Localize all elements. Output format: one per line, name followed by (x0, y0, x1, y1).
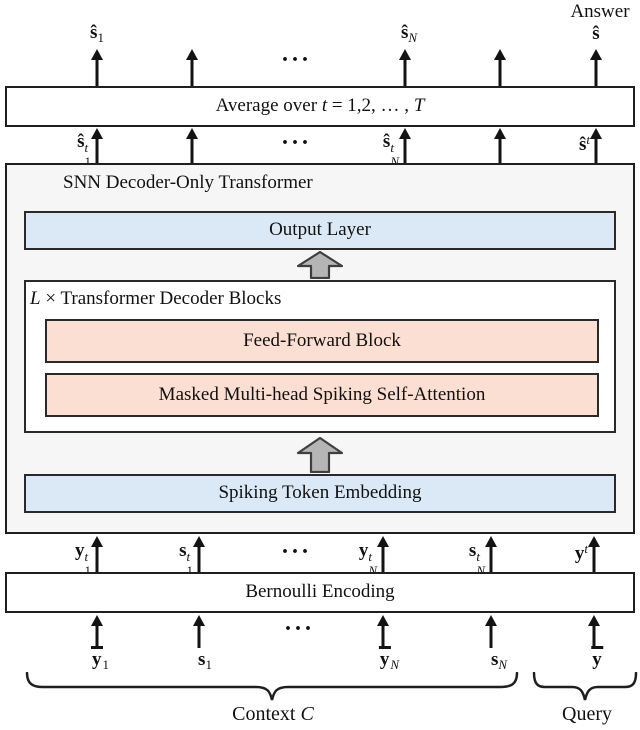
label-y-bar-N: yN (378, 646, 399, 671)
ellipsis-dots: ··· (280, 539, 312, 565)
arrow-up-icon (90, 615, 104, 648)
decoder-blocks-label: L × Transformer Decoder Blocks (30, 288, 282, 309)
label-s-hat-1: ŝ1 (90, 22, 104, 45)
query-label: Query (562, 703, 612, 725)
label-y-bar-1: y1 (91, 646, 109, 671)
block-arrow-up-icon (297, 251, 343, 279)
arrow-up-icon (493, 49, 507, 87)
ellipsis-dots: ··· (280, 47, 312, 73)
arrow-up-icon (192, 536, 206, 572)
masked-attention-box: Masked Multi-head Spiking Self-Attention (45, 373, 599, 417)
bernoulli-encoding-box: Bernoulli Encoding (5, 572, 635, 613)
label-s-hat: ŝ (592, 23, 600, 44)
feed-forward-box: Feed-Forward Block (45, 319, 599, 363)
average-box: Average over t = 1,2, … , T (5, 86, 635, 127)
ellipsis-dots: ··· (283, 616, 315, 642)
arrow-up-icon (398, 128, 412, 164)
arrow-up-icon (484, 536, 498, 572)
arrow-up-icon (484, 615, 498, 648)
label-y-t: yt (574, 541, 588, 564)
arrow-up-icon (185, 49, 199, 87)
arrow-up-icon (398, 49, 412, 87)
label-s-hat-N: ŝN (400, 22, 418, 45)
arrow-up-icon (589, 128, 603, 164)
label-y-bar: y (591, 646, 603, 671)
arrow-up-icon (192, 615, 206, 648)
arrow-up-icon (90, 536, 104, 572)
arrow-up-icon (587, 615, 601, 648)
context-label: Context C (232, 703, 314, 725)
output-layer-box: Output Layer (24, 211, 616, 250)
arrow-up-icon (587, 536, 601, 572)
arrow-up-icon (90, 128, 104, 164)
spiking-embedding-box: Spiking Token Embedding (24, 474, 616, 513)
arrow-up-icon (185, 128, 199, 164)
arrow-up-icon (493, 128, 507, 164)
label-s-N: sN (490, 649, 508, 672)
answer-label: Answer (570, 1, 630, 22)
query-brace-icon (532, 672, 638, 701)
block-arrow-up-icon (296, 437, 344, 473)
label-s-1: s1 (198, 649, 212, 672)
arrow-up-icon (589, 49, 603, 87)
snn-panel-title: SNN Decoder-Only Transformer (63, 172, 313, 193)
arrow-up-icon (376, 536, 390, 572)
context-brace-icon (25, 672, 519, 701)
arrow-up-icon (90, 49, 104, 87)
arrow-up-icon (376, 615, 390, 648)
label-s-hat-t: ŝt (578, 132, 590, 155)
ellipsis-dots: ··· (280, 130, 312, 156)
